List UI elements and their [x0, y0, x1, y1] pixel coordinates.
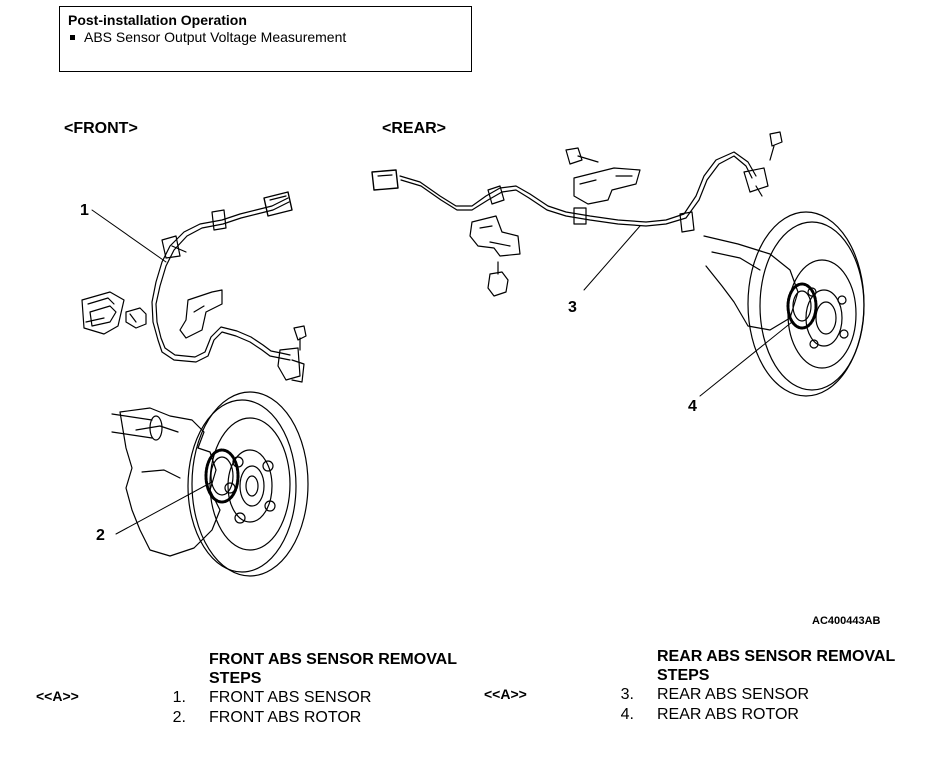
front-step-2: 2. FRONT ABS ROTOR — [160, 708, 480, 728]
bullet-icon — [70, 35, 75, 40]
front-step-1: 1. FRONT ABS SENSOR — [160, 688, 480, 708]
step-number: 1. — [172, 689, 186, 706]
front-steps-marker: <<A>> — [36, 688, 79, 704]
step-number: 2. — [172, 709, 186, 726]
rear-bolt-top — [565, 147, 599, 165]
front-bolt — [125, 307, 147, 329]
callout-3: 3 — [568, 299, 577, 316]
step-label: REAR ABS SENSOR — [657, 686, 810, 703]
front-abs-rotor — [204, 448, 240, 504]
step-label: REAR ABS ROTOR — [657, 706, 799, 723]
step-number: 4. — [620, 706, 634, 723]
step-label: FRONT ABS ROTOR — [209, 709, 362, 726]
rear-bracket-right — [573, 167, 641, 205]
post-installation-note: Post-installation Operation ABS Sensor O… — [59, 6, 472, 72]
front-sensor-bolt — [293, 325, 307, 351]
front-harness-clip — [179, 289, 223, 339]
front-removal-steps: FRONT ABS SENSOR REMOVAL STEPS 1. FRONT … — [160, 650, 480, 728]
rear-bracket-left — [469, 215, 521, 257]
front-steps-title-line2: STEPS — [209, 670, 262, 687]
front-steps-title-line1: FRONT ABS SENSOR REMOVAL — [209, 651, 458, 668]
rear-heading: <REAR> — [382, 120, 447, 137]
rear-sensor-bolt — [769, 131, 783, 161]
rear-removal-steps: REAR ABS SENSOR REMOVAL STEPS 3. REAR AB… — [608, 647, 928, 725]
rear-steps-title-line1: REAR ABS SENSOR REMOVAL — [657, 648, 896, 665]
front-bracket — [81, 291, 125, 335]
note-title: Post-installation Operation — [68, 12, 247, 28]
step-label: FRONT ABS SENSOR — [209, 689, 372, 706]
rear-bolt-bottom — [487, 261, 509, 297]
callout-4: 4 — [688, 398, 697, 415]
rear-steps-marker: <<A>> — [484, 686, 527, 702]
figure-code: AC400443AB — [812, 615, 881, 627]
rear-step-3: 3. REAR ABS SENSOR — [608, 685, 928, 705]
callout-2: 2 — [96, 527, 105, 544]
rear-abs-rotor — [786, 282, 818, 330]
front-hub-assembly — [111, 391, 309, 577]
note-item-text: ABS Sensor Output Voltage Measurement — [84, 29, 347, 45]
callout-1: 1 — [80, 202, 89, 219]
rear-abs-sensor-harness — [371, 151, 769, 233]
rear-steps-title-line2: STEPS — [657, 667, 710, 684]
step-number: 3. — [620, 686, 634, 703]
note-item: ABS Sensor Output Voltage Measurement — [68, 29, 463, 46]
abs-sensor-diagram: 1 2 3 4 AC400443AB — [80, 131, 881, 627]
rear-step-4: 4. REAR ABS ROTOR — [608, 705, 928, 725]
front-abs-sensor-harness — [151, 191, 305, 383]
front-heading: <FRONT> — [64, 120, 138, 137]
rear-hub-assembly — [703, 211, 865, 397]
